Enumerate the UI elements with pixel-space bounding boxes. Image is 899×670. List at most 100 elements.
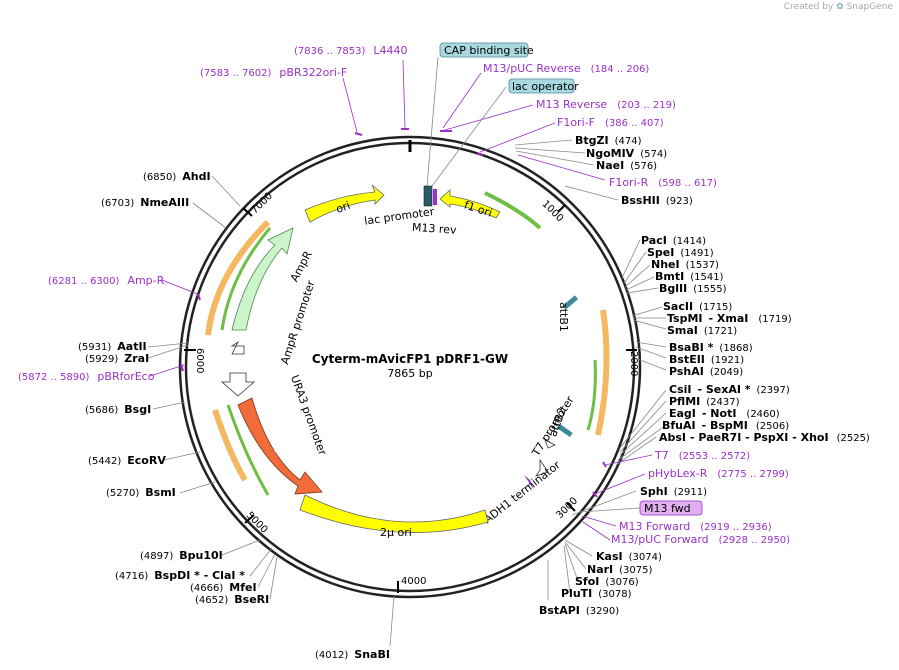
enz-zrai: (5929)ZraI xyxy=(85,352,149,365)
enz-btgzi: BtgZI(474) xyxy=(575,134,642,147)
enz-bsabi: BsaBI *(1868) xyxy=(669,341,753,354)
enz-eagi: EagI- NotI(2460) xyxy=(669,407,780,420)
enz-naei: NaeI(576) xyxy=(596,159,657,172)
primer-leaders xyxy=(149,56,653,541)
cap-box xyxy=(439,42,529,58)
enz-bsteii: BstEII(1921) xyxy=(669,353,744,366)
enz-bseri: (4652)BseRI xyxy=(195,593,269,606)
primer-m13puc-forward: M13/pUC Forward(2928 .. 2950) xyxy=(611,533,790,546)
enz-bfuai: BfuAI- BspMI(2506) xyxy=(662,419,789,432)
enz-nari: NarI(3075) xyxy=(587,563,653,576)
enz-mfei: (4666)MfeI xyxy=(190,581,257,594)
enz-pluti: PluTI(3078) xyxy=(561,587,632,600)
enz-bpu10i: (4897)Bpu10I xyxy=(140,549,223,562)
enz-pflmi: PflMI(2437) xyxy=(669,395,740,408)
enz-kasi: KasI(3074) xyxy=(596,550,662,563)
enz-nhei: NheI(1537) xyxy=(651,258,719,271)
m13rev-feature xyxy=(433,189,437,205)
enz-bstapi: BstAPI(3290) xyxy=(539,604,619,617)
m13fwd-label: M13 fwd xyxy=(644,502,691,515)
enz-paci: PacI(1414) xyxy=(641,234,706,247)
enzyme-leaders-left xyxy=(147,175,395,647)
primer-m13-reverse: M13 Reverse(203 .. 219) xyxy=(536,98,676,111)
orange-arc-left-bottom xyxy=(212,409,248,482)
enz-bglii: BglII(1555) xyxy=(659,282,727,295)
enz-sfoi: SfoI(3076) xyxy=(575,575,639,588)
green-arc-left-bottom xyxy=(226,404,270,496)
primer-pbr322ori-f: (7583 .. 7602)pBR322ori-F xyxy=(200,66,347,79)
lac-op-label: lac operator xyxy=(512,80,579,93)
tick-6000: 6000 xyxy=(194,348,205,373)
primer-ticks xyxy=(180,128,607,498)
credit-brand: SnapGene xyxy=(846,2,893,12)
enz-sphi: SphI(2911) xyxy=(640,485,707,498)
orange-arc-left-top xyxy=(205,219,271,336)
f1-ori-label: f1 ori xyxy=(462,198,493,219)
ura3-promoter-label: URA3 promoter xyxy=(288,373,329,457)
ura3-feature xyxy=(237,397,323,495)
lac-op-box xyxy=(508,78,575,94)
enz-bmti: BmtI(1541) xyxy=(655,270,724,283)
primer-m13-forward: M13 Forward(2919 .. 2936) xyxy=(619,520,772,533)
snapgene-logo-icon: ✿ xyxy=(836,2,844,12)
enz-bsshii: BssHII(923) xyxy=(621,194,693,207)
primer-t7: T7(2553 .. 2572) xyxy=(654,449,750,462)
attb1-label: attB1 xyxy=(557,302,570,332)
snapgene-credit: Created by ✿ SnapGene xyxy=(784,2,893,12)
enz-smai: SmaI(1721) xyxy=(667,324,737,337)
enz-sacii: SacII(1715) xyxy=(663,300,732,313)
enz-bsmi: (5270)BsmI xyxy=(106,486,176,499)
t7-arrow xyxy=(544,439,556,449)
enz-spei: SpeI(1491) xyxy=(647,246,714,259)
ura3-promoter-arrow xyxy=(220,372,256,397)
enz-bsgi: (5686)BsgI xyxy=(85,403,151,416)
enz-bspdi: (4716)BspDI * - ClaI * xyxy=(115,569,245,582)
plasmid-name: Cyterm-mAvicFP1 pDRF1-GW xyxy=(312,352,508,366)
m13fwd-box xyxy=(639,500,703,516)
t7-promoter-label: T7 promoter xyxy=(529,393,577,459)
primer-m13puc-reverse: M13/pUC Reverse(184 .. 206) xyxy=(483,62,649,75)
enz-ngomiv: NgoMIV(574) xyxy=(586,147,667,160)
adh1-terminator-feature xyxy=(535,458,549,477)
enz-csii: CsiI- SexAI *(2397) xyxy=(669,383,790,396)
backbone-outer xyxy=(178,135,642,599)
enz-absi: AbsI- PaeR7I - PspXI - XhoI(2525) xyxy=(659,431,870,444)
attb1-feature xyxy=(562,295,579,310)
m13-rev-label: M13 rev xyxy=(412,221,458,237)
ampr-promoter-arrow xyxy=(230,340,245,355)
lac-promoter-feature xyxy=(423,185,433,207)
tick-7000: 7000 xyxy=(249,191,275,217)
adh1-terminator-label: ADH1 terminator xyxy=(481,458,563,526)
primer-amp-r: (6281 .. 6300)Amp-R xyxy=(48,274,165,287)
two-micron-label: 2μ ori xyxy=(380,526,412,539)
green-arc-right xyxy=(586,359,597,431)
enz-snabi: (4012)SnaBI xyxy=(315,648,390,661)
enz-ecorv: (5442)EcoRV xyxy=(88,454,166,467)
attb2-feature xyxy=(556,423,573,438)
tick-marks xyxy=(184,204,637,593)
tick-2000: 2000 xyxy=(628,351,639,376)
f1-ori-feature xyxy=(439,189,501,219)
enz-ahdi: (6850)AhdI xyxy=(143,170,211,183)
ampr-label: AmpR xyxy=(288,249,315,284)
enz-tspmi: TspMI- XmaI(1719) xyxy=(667,312,792,325)
cap-label: CAP binding site xyxy=(444,44,534,57)
enz-aatii: (5931)AatII xyxy=(78,340,147,353)
orange-arc-right xyxy=(595,309,610,436)
primer-f1ori-r: F1ori-R(598 .. 617) xyxy=(609,176,717,189)
primer-phyblex-r: pHybLex-R(2775 .. 2799) xyxy=(648,467,789,480)
enz-pshai: PshAI(2049) xyxy=(669,365,743,378)
enz-nmeaiii: (6703)NmeAIII xyxy=(101,196,189,209)
ori-top-feature xyxy=(304,184,385,223)
ori-top-label: ori xyxy=(334,199,352,216)
enzyme-leaders-right xyxy=(514,139,667,600)
primer-f1ori-f: F1ori-F(386 .. 407) xyxy=(557,116,664,129)
tick-4000: 4000 xyxy=(401,576,426,587)
green-arc-top xyxy=(484,191,542,230)
ampr-feature xyxy=(231,227,294,331)
green-arc-left-top xyxy=(220,227,272,331)
primer-pbrforeco: (5872 .. 5890)pBRforEco xyxy=(18,370,155,383)
adh1-purple xyxy=(524,475,534,490)
primer-l4440: (7836 .. 7853)L4440 xyxy=(294,44,408,57)
